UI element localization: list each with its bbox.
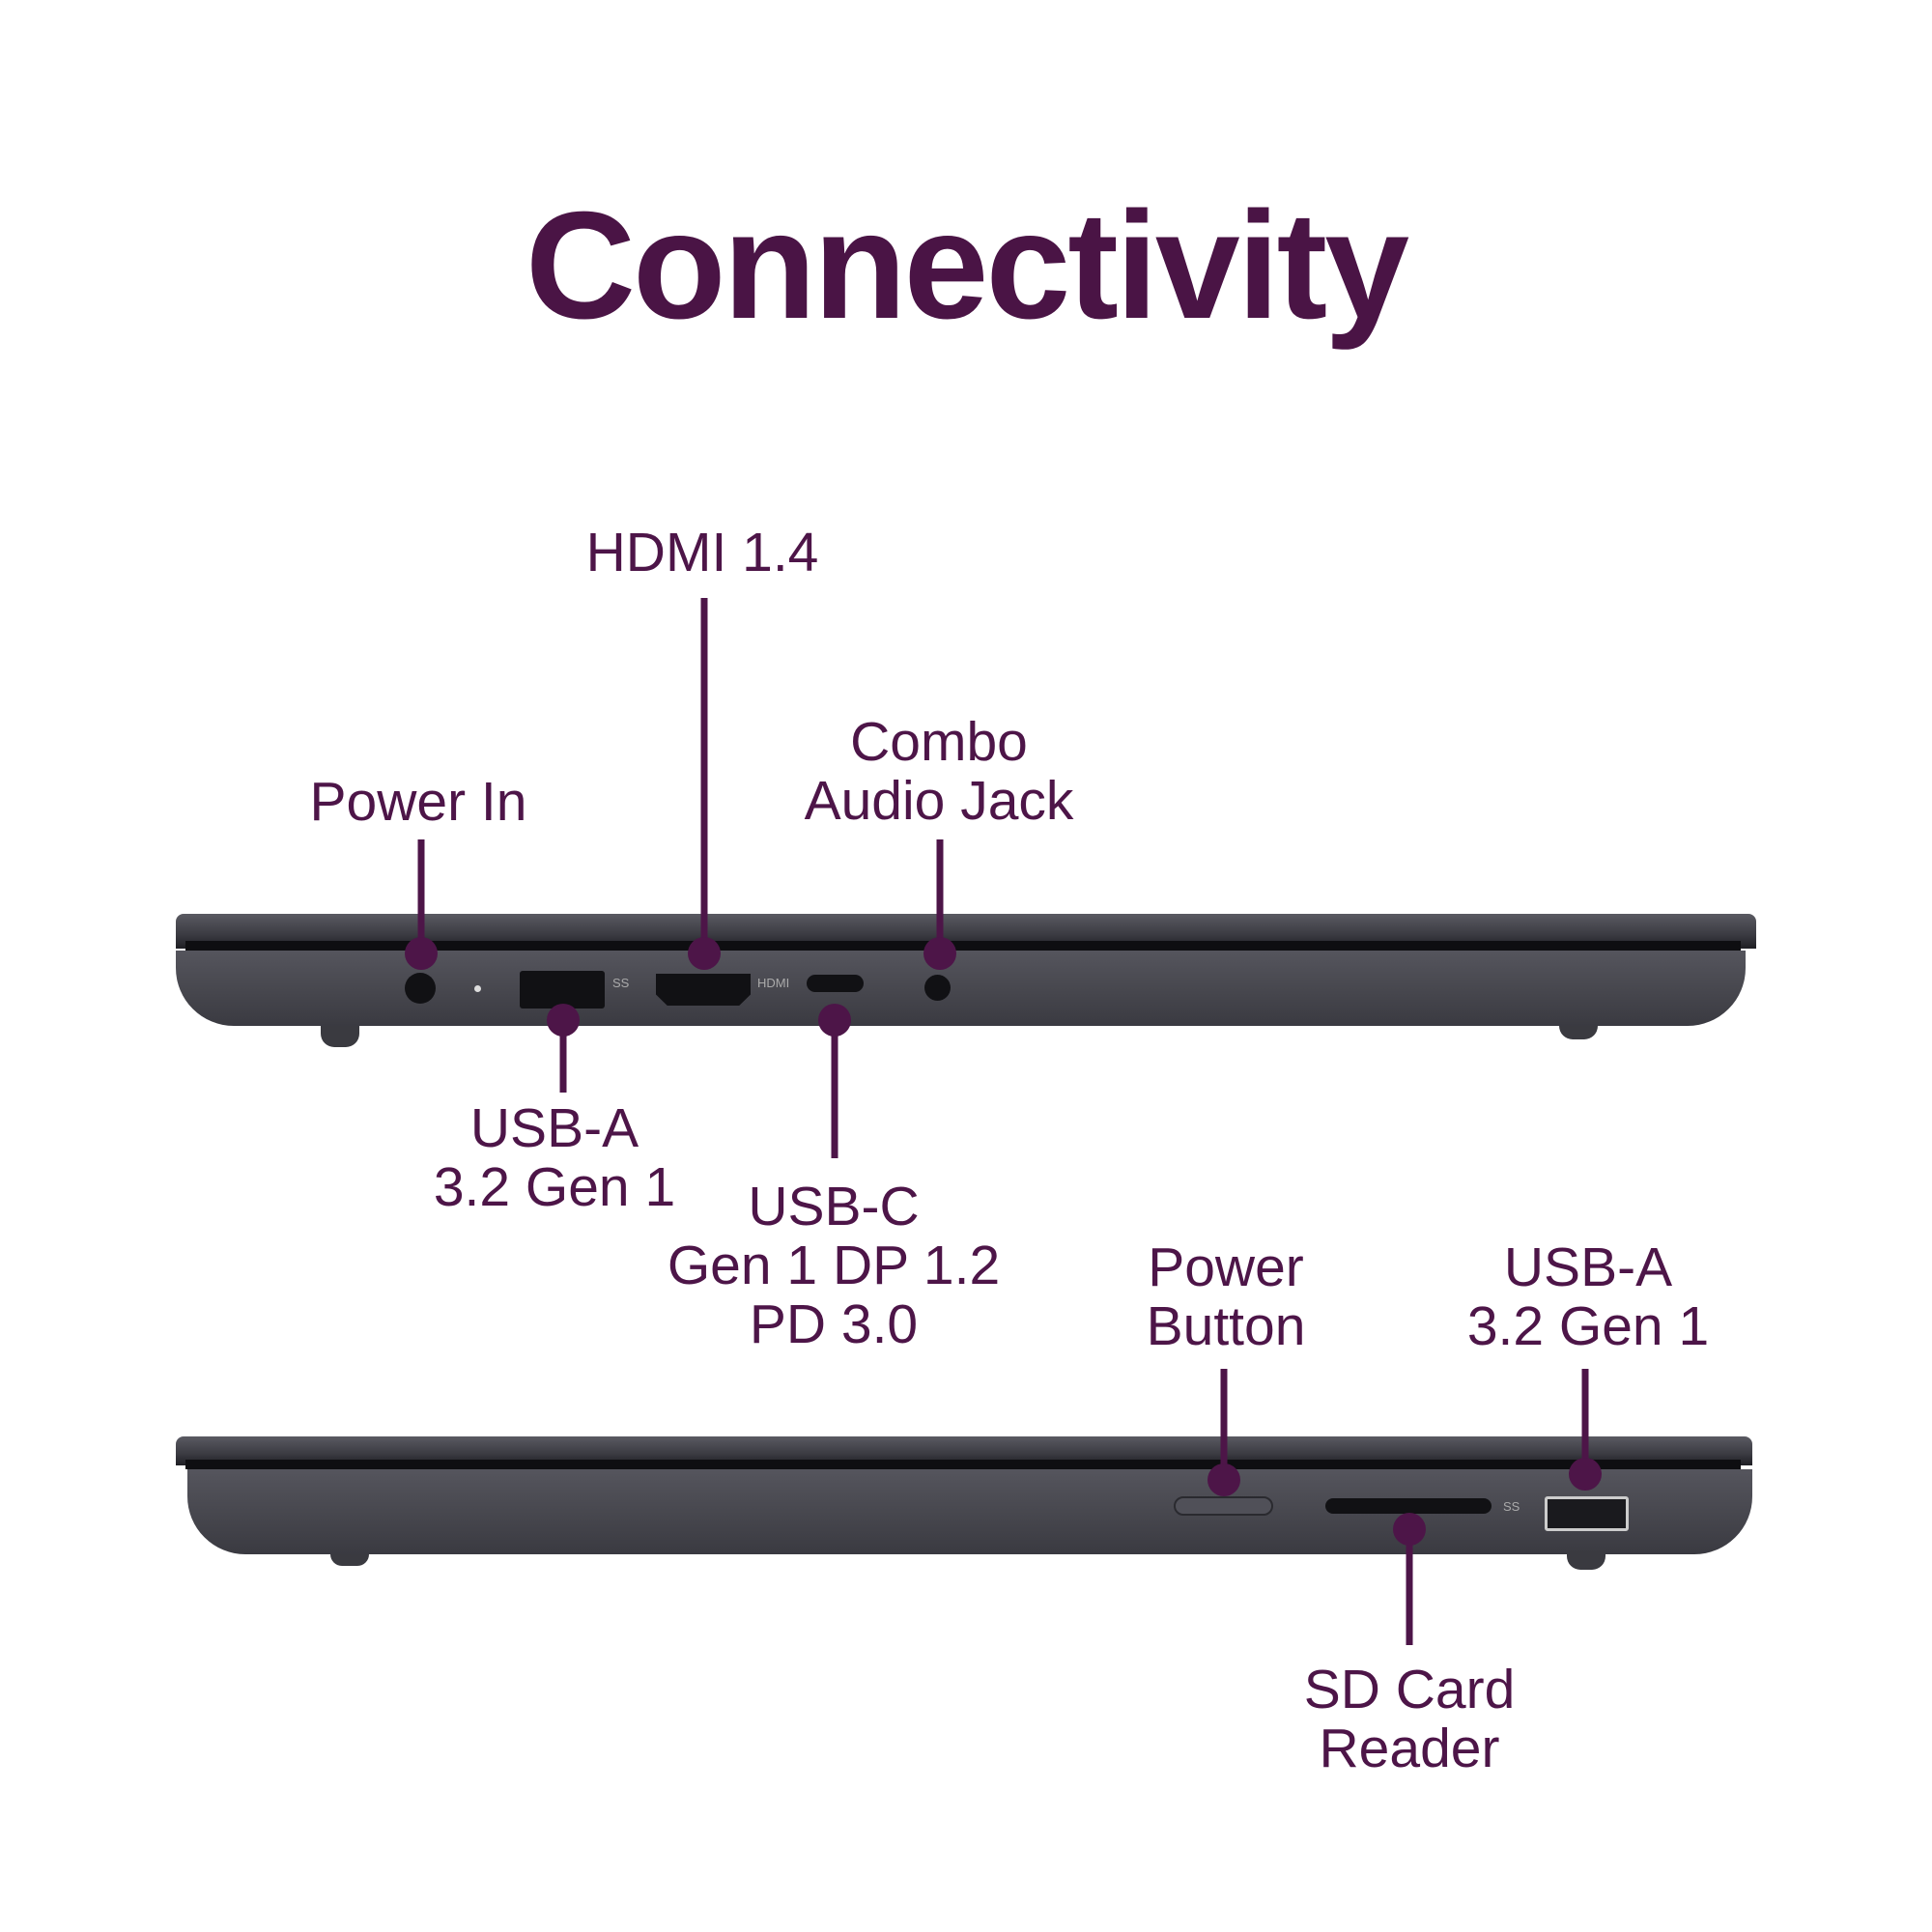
laptop-base [176,951,1746,1026]
callout-line [700,598,708,953]
callout-dot [688,937,721,970]
sd-card-slot [1325,1498,1492,1514]
laptop-foot [1567,1550,1605,1570]
label-hdmi: HDMI 1.4 [585,522,819,583]
hdmi-port [656,974,751,1006]
label-line: Reader [1319,1718,1500,1779]
callout-line [417,839,425,953]
callout-line [1581,1369,1589,1474]
laptop-foot [330,1554,369,1566]
callout-line [1406,1529,1413,1645]
label-line: USB-A [469,1097,639,1159]
label-line: 3.2 Gen 1 [433,1156,676,1218]
laptop-foot [321,1026,359,1047]
audio-jack-port [924,975,951,1001]
label-line: SD Card [1303,1659,1516,1720]
page-title: Connectivity [525,181,1409,351]
label-line: Audio Jack [804,770,1074,832]
label-power-in: Power In [309,771,527,833]
usb-a-port [1545,1496,1629,1531]
label-usb-a-left: USB-A 3.2 Gen 1 [434,1099,675,1217]
callout-line [936,839,944,953]
label-line: Power [1148,1236,1304,1298]
superspeed-mark: SS [1503,1499,1520,1514]
led-indicator [474,985,481,992]
usb-c-port [807,975,864,992]
laptop-left-side [176,914,1756,1047]
laptop-base [187,1469,1752,1554]
label-usb-c: USB-C Gen 1 DP 1.2 PD 3.0 [668,1178,1000,1354]
label-line: USB-A [1503,1236,1673,1298]
label-sd-card: SD Card Reader [1304,1661,1516,1778]
laptop-right-side [176,1436,1752,1572]
label-line: Button [1146,1295,1306,1357]
label-usb-a-right: USB-A 3.2 Gen 1 [1467,1238,1709,1356]
callout-dot [923,937,956,970]
callout-line [559,1020,567,1093]
superspeed-mark: SS [612,976,630,990]
label-power-button: Power Button [1147,1238,1306,1356]
power-button [1174,1496,1273,1516]
laptop-foot [1559,1026,1598,1039]
label-audio-jack: Combo Audio Jack [805,713,1074,831]
callout-dot [1569,1458,1602,1491]
label-line: Gen 1 DP 1.2 [667,1235,1001,1296]
label-line: Combo [850,711,1028,773]
usb-a-port [520,971,605,1009]
hdmi-mark: HDMI [757,976,790,990]
label-line: USB-C [748,1176,920,1237]
power-in-port [405,973,436,1004]
callout-dot [1208,1463,1240,1496]
label-line: 3.2 Gen 1 [1466,1295,1710,1357]
callout-line [1220,1369,1228,1480]
callout-line [831,1020,838,1158]
callout-dot [405,937,438,970]
label-line: PD 3.0 [749,1293,919,1355]
